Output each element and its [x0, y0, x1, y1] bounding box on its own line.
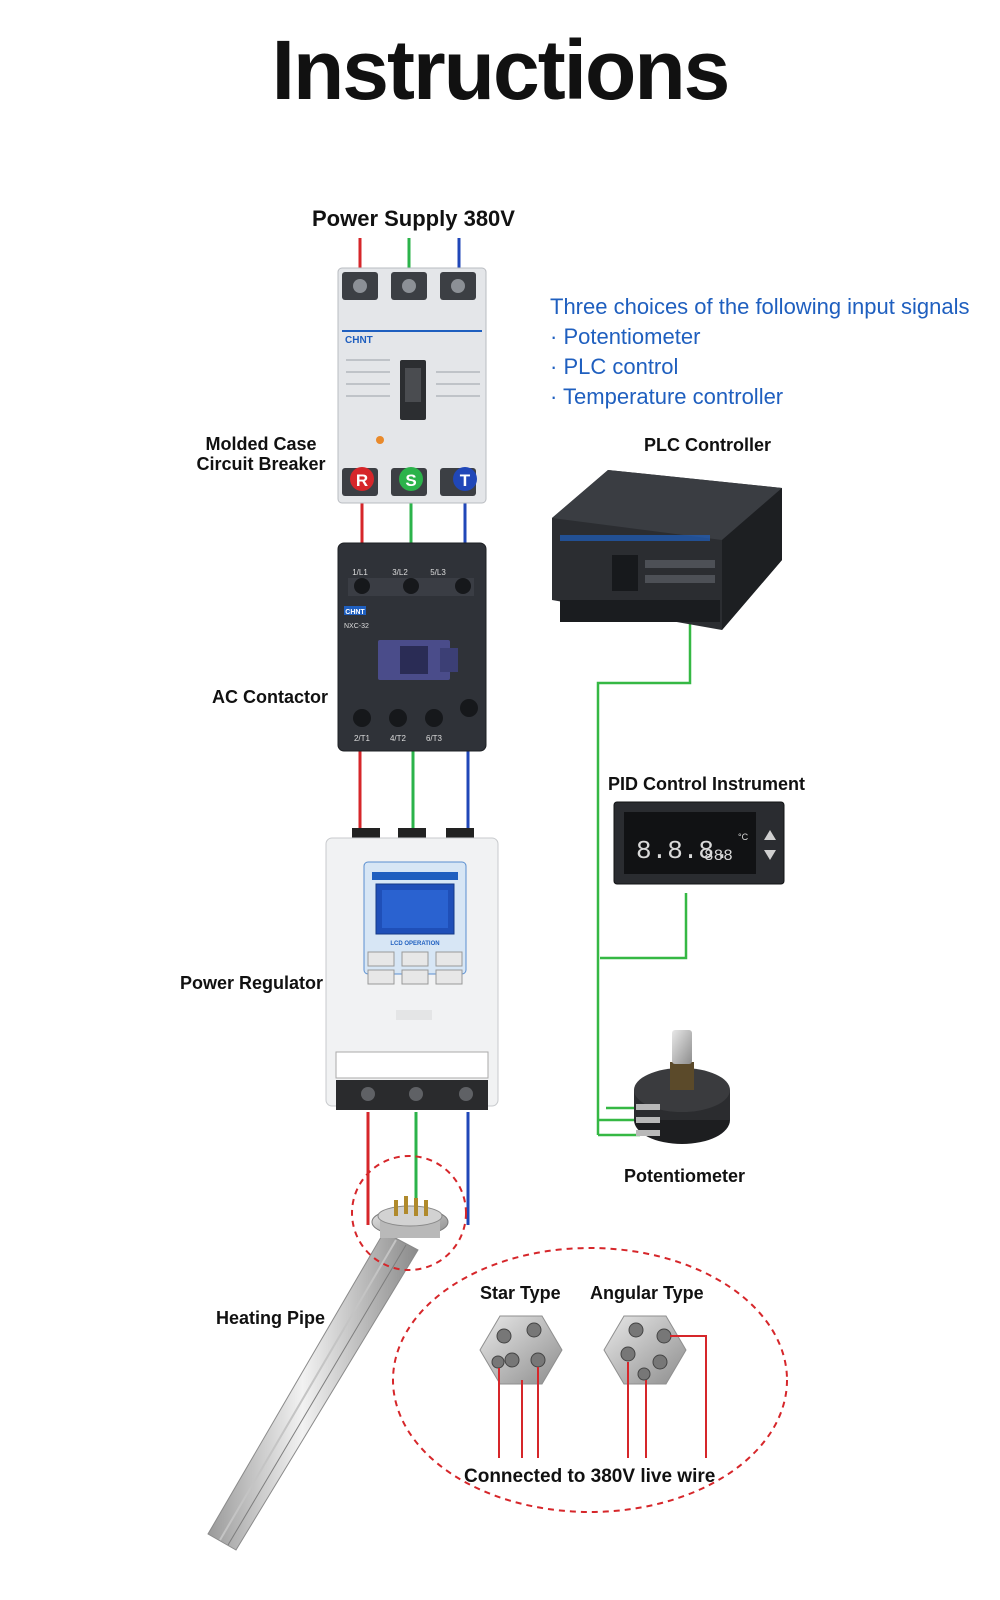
regulator-panel-text: LCD OPERATION [390, 941, 439, 947]
contactor-terminal-label: 1/L1 [352, 568, 368, 577]
breaker-brand: CHNT [345, 335, 373, 346]
heating-pipe-highlight-circle [351, 1155, 467, 1271]
phase-wires [358, 238, 470, 1225]
signal-wires [596, 618, 692, 1137]
contactor-brand-badge [344, 606, 366, 615]
circuit-breaker-label-line1: Molded Case [205, 434, 317, 454]
wiring-note: Connected to 380V live wire [464, 1466, 716, 1487]
regulator-key [435, 951, 463, 967]
heating-pipe-label: Heating Pipe [216, 1308, 326, 1328]
signal-wire-pid [600, 893, 688, 960]
angular-type-label: Angular Type [590, 1283, 704, 1303]
input-signals-heading: Three choices of the following input sig… [550, 294, 970, 319]
breaker-switch-lever [405, 368, 421, 402]
pid-unit: °C [738, 832, 749, 842]
angular-wire [670, 1335, 707, 1458]
contactor-bottom-screw [389, 709, 407, 727]
page-title: Instructions [271, 23, 731, 117]
heating-pipe-body [207, 1231, 419, 1551]
contactor-top-screw [455, 578, 471, 594]
power-regulator-label: Power Regulator [180, 973, 324, 993]
contactor-bottom-screw [353, 709, 371, 727]
contactor-top-screw [354, 578, 370, 594]
breaker-screw [451, 279, 465, 293]
pid-display-main: 8.8.8. [636, 836, 730, 866]
pid-display-sub: 888 [704, 847, 733, 865]
power-regulator: LCD OPERATION [325, 828, 499, 1110]
pid-up-arrow-icon [764, 830, 776, 840]
contactor-aux-screw [460, 699, 478, 717]
regulator-key [435, 969, 463, 985]
phase-s-badge [399, 467, 423, 491]
breaker-screw [353, 279, 367, 293]
breaker-brand-stripe [342, 330, 482, 332]
pid-screen [624, 812, 756, 874]
pid-down-arrow-icon [764, 850, 776, 860]
contactor-window-inner [400, 646, 428, 674]
potentiometer-label: Potentiometer [624, 1166, 746, 1186]
contactor-terminal-label: 4/T2 [390, 734, 407, 743]
circuit-breaker-label: Molded Case Circuit Breaker [196, 434, 326, 474]
contactor-top-screw [403, 578, 419, 594]
pid-instrument: 8.8.8. 888 °C [613, 801, 785, 885]
circuit-breaker-label-line2: Circuit Breaker [196, 454, 326, 474]
regulator-key [367, 951, 395, 967]
regulator-key [401, 951, 429, 967]
star-type-label: Star Type [480, 1283, 561, 1303]
plc-controller-label: PLC Controller [644, 435, 772, 455]
heating-pipe [207, 1155, 467, 1551]
contactor-model: NXC-32 [344, 623, 369, 630]
breaker-indicator [376, 436, 384, 444]
star-terminal-head [479, 1315, 563, 1385]
circuit-breaker: CHNT R S T [337, 267, 487, 504]
contactor-bottom-screw [425, 709, 443, 727]
phase-s-label: S [405, 471, 416, 490]
contactor-terminal-label: 3/L2 [392, 568, 408, 577]
contactor-terminal-label: 5/L3 [430, 568, 446, 577]
wiring-types-ellipse [392, 1247, 788, 1513]
phase-t-badge [453, 467, 477, 491]
signal-wire-plc [596, 618, 692, 1135]
contactor-brand: CHNT [345, 609, 365, 616]
input-signal-item: · Temperature controller [550, 384, 784, 409]
ac-contactor: 1/L1 3/L2 5/L3 CHNT NXC-32 2/T1 4/T2 6/T… [337, 542, 487, 752]
pid-instrument-label: PID Control Instrument [608, 774, 805, 794]
regulator-key [401, 969, 429, 985]
input-signal-item: · Potentiometer [550, 324, 701, 349]
regulator-key [367, 969, 395, 985]
wiring-types [392, 1247, 788, 1513]
input-signal-item: · PLC control [550, 354, 679, 379]
ac-contactor-label: AC Contactor [212, 687, 328, 707]
phase-t-label: T [460, 471, 471, 490]
phase-r-label: R [356, 471, 368, 490]
contactor-terminal-label: 6/T3 [426, 734, 443, 743]
phase-r-badge [350, 467, 374, 491]
regulator-terminal-label-strip [335, 1051, 489, 1079]
power-supply-label: Power Supply 380V [312, 206, 515, 231]
potentiometer-shaft [672, 1030, 692, 1064]
potentiometer [634, 1030, 730, 1144]
plc-controller [552, 470, 782, 630]
contactor-terminal-label: 2/T1 [354, 734, 371, 743]
breaker-screw [402, 279, 416, 293]
plc-port [612, 555, 638, 591]
input-signals-note: Three choices of the following input sig… [550, 292, 969, 412]
